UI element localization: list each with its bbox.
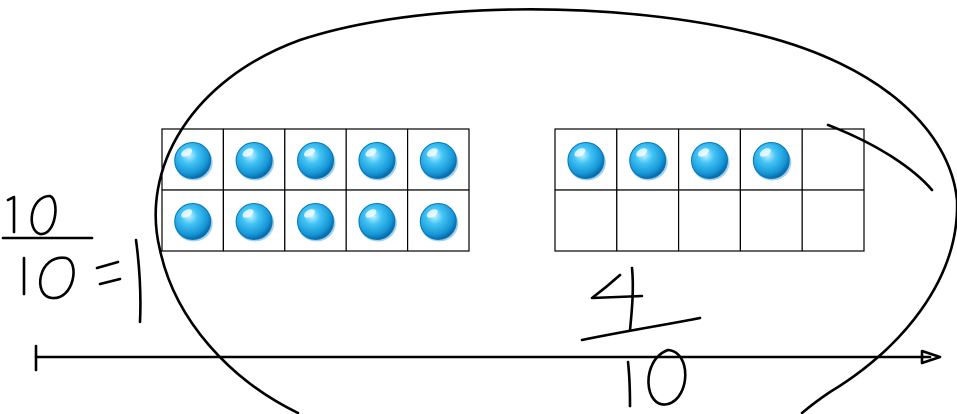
blue-counter [175, 143, 211, 179]
blue-counter [298, 204, 334, 240]
number-line [36, 346, 940, 370]
blue-counter [359, 143, 395, 179]
ten-frame-cell [679, 190, 741, 251]
blue-counter [175, 204, 211, 240]
whole-fraction-annotation [3, 196, 140, 322]
ten-frame-cell [555, 190, 617, 251]
blue-counter [630, 143, 666, 179]
partial-ten-frame [555, 129, 864, 251]
blue-counter [420, 204, 456, 240]
blue-counter [420, 143, 456, 179]
full-ten-frame [162, 129, 469, 251]
blue-counter [359, 204, 395, 240]
blue-counter [692, 143, 728, 179]
blue-counter [568, 143, 604, 179]
ten-frame-cell [617, 190, 679, 251]
part-fraction-annotation [582, 268, 700, 406]
blue-counter [298, 143, 334, 179]
blue-counter [236, 143, 272, 179]
ten-frame-cell [802, 129, 864, 190]
blue-counter [753, 143, 789, 179]
ten-frame-cell [802, 190, 864, 251]
ten-frame-cell [740, 190, 802, 251]
blue-counter [236, 204, 272, 240]
